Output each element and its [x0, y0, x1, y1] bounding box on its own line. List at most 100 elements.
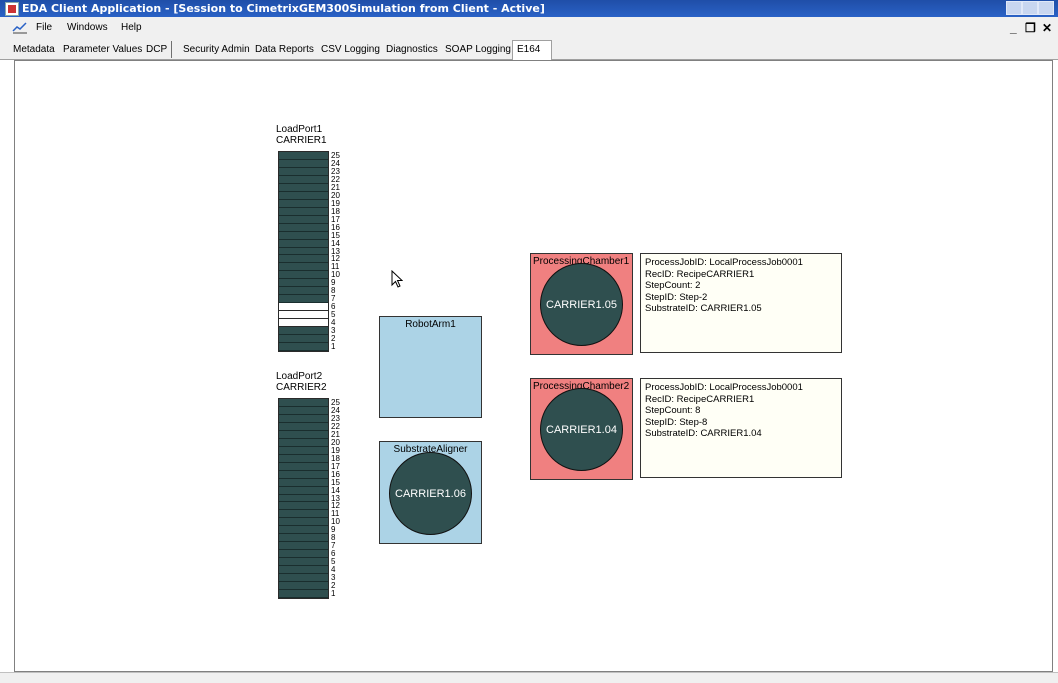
chamber2-wafer[interactable]: CARRIER1.04	[540, 388, 623, 471]
loadport2-slot[interactable]	[279, 446, 328, 455]
loadport1-slot-number: 9	[331, 278, 336, 288]
loadport2-slot[interactable]	[279, 510, 328, 519]
processing-chamber-1[interactable]: ProcessingChamber1 CARRIER1.05	[530, 253, 633, 355]
loadport1-slot[interactable]	[279, 343, 328, 351]
loadport1-slot[interactable]	[279, 175, 328, 184]
loadport2-slot[interactable]	[279, 454, 328, 463]
chamber1-info-stepcount: StepCount: 2	[645, 280, 701, 291]
loadport1-slot[interactable]	[279, 152, 328, 160]
loadport2-slot[interactable]	[279, 582, 328, 591]
robot-arm-label: RobotArm1	[405, 319, 456, 330]
loadport1-slot-number: 20	[331, 190, 340, 200]
e164-canvas	[14, 60, 1053, 672]
loadport1-slot[interactable]	[279, 319, 328, 328]
tab-security-admin[interactable]: Security Admin	[179, 41, 255, 58]
loadport2-slot-number: 4	[331, 565, 336, 575]
loadport1-slot-number: 7	[331, 294, 336, 304]
loadport2-slot[interactable]	[279, 462, 328, 471]
aligner-wafer[interactable]: CARRIER1.06	[389, 452, 472, 535]
robot-arm-module[interactable]: RobotArm1	[379, 316, 482, 418]
loadport1-slot[interactable]	[279, 255, 328, 264]
title-bar: EDA Client Application - [Session to Cim…	[0, 0, 1058, 17]
loadport1-slot[interactable]	[279, 167, 328, 176]
substrate-aligner-module[interactable]: SubstrateAligner CARRIER1.06	[379, 441, 482, 544]
loadport2-slot[interactable]	[279, 502, 328, 511]
loadport2-slot[interactable]	[279, 518, 328, 527]
menu-help[interactable]: Help	[121, 22, 142, 33]
loadport1-slot[interactable]	[279, 199, 328, 208]
loadport2-slot[interactable]	[279, 550, 328, 559]
loadport2-slot[interactable]	[279, 526, 328, 535]
loadport2-slot[interactable]	[279, 534, 328, 543]
loadport2-slot-number: 12	[331, 501, 340, 511]
tab-parameter-values[interactable]: Parameter Values	[59, 41, 148, 58]
loadport1-slot[interactable]	[279, 223, 328, 232]
chamber1-info-processjob: ProcessJobID: LocalProcessJob0001	[645, 257, 803, 268]
loadport1-slot[interactable]	[279, 231, 328, 240]
loadport2-slot[interactable]	[279, 399, 328, 407]
close-icon[interactable]	[1038, 1, 1054, 15]
tab-diagnostics[interactable]: Diagnostics	[382, 41, 443, 58]
tab-dcp[interactable]: DCP	[142, 41, 173, 58]
loadport1-slot[interactable]	[279, 183, 328, 192]
tab-metadata[interactable]: Metadata	[9, 41, 60, 58]
loadport1-slot[interactable]	[279, 295, 328, 304]
mouse-cursor-icon	[391, 270, 403, 288]
menu-file[interactable]: File	[36, 22, 53, 33]
loadport1-slot-number: 15	[331, 230, 340, 240]
loadport1-slot[interactable]	[279, 303, 328, 312]
loadport1-slot[interactable]	[279, 287, 328, 296]
loadport1-slot-number: 25	[331, 151, 340, 160]
menu-bar: File Windows Help _ ❒ ✕	[0, 17, 1058, 40]
loadport2-slot-number: 25	[331, 398, 340, 407]
loadport2-slot[interactable]	[279, 558, 328, 567]
loadport1-slot[interactable]	[279, 271, 328, 280]
minimize-icon[interactable]	[1006, 1, 1022, 15]
tab-e164[interactable]: E164	[512, 40, 552, 60]
mdi-close-icon[interactable]: ✕	[1042, 21, 1053, 35]
tab-csv-logging[interactable]: CSV Logging	[317, 41, 385, 58]
loadport2-slot[interactable]	[279, 542, 328, 551]
maximize-icon[interactable]	[1022, 1, 1038, 15]
loadport2-slot-number: 24	[331, 405, 340, 415]
mdi-restore-icon[interactable]: ❒	[1025, 21, 1036, 35]
menu-windows[interactable]: Windows	[67, 22, 108, 33]
loadport1-slot[interactable]	[279, 311, 328, 320]
loadport1-slot[interactable]	[279, 327, 328, 336]
loadport1-slot-number: 19	[331, 198, 340, 208]
loadport1-slot-number: 16	[331, 222, 340, 232]
loadport1-slot[interactable]	[279, 207, 328, 216]
loadport1-slot[interactable]	[279, 215, 328, 224]
loadport1-slot[interactable]	[279, 263, 328, 272]
loadport2-slot[interactable]	[279, 414, 328, 423]
chamber2-label: ProcessingChamber2	[533, 381, 630, 392]
mdi-minimize-icon[interactable]: _	[1010, 21, 1017, 35]
loadport1-slot[interactable]	[279, 279, 328, 288]
loadport2-slot[interactable]	[279, 486, 328, 495]
loadport2-slot[interactable]	[279, 494, 328, 503]
loadport1-slot[interactable]	[279, 191, 328, 200]
loadport2-slot-number: 11	[331, 509, 340, 519]
loadport2-slot[interactable]	[279, 566, 328, 575]
loadport2-slot[interactable]	[279, 470, 328, 479]
loadport2-slot[interactable]	[279, 478, 328, 487]
loadport1-slot-number: 14	[331, 238, 340, 248]
loadport2-slot[interactable]	[279, 422, 328, 431]
loadport2-slot-number: 17	[331, 461, 340, 471]
tab-soap-logging[interactable]: SOAP Logging	[441, 41, 516, 58]
loadport2-slot[interactable]	[279, 430, 328, 439]
loadport2-slot-number: 7	[331, 541, 336, 551]
tab-data-reports[interactable]: Data Reports	[251, 41, 319, 58]
loadport1-slot[interactable]	[279, 247, 328, 256]
chamber1-info-substrateid: SubstrateID: CARRIER1.05	[645, 303, 762, 314]
processing-chamber-2[interactable]: ProcessingChamber2 CARRIER1.04	[530, 378, 633, 480]
loadport1-slot[interactable]	[279, 239, 328, 248]
loadport1-slot[interactable]	[279, 335, 328, 344]
chamber1-wafer[interactable]: CARRIER1.05	[540, 263, 623, 346]
substrate-aligner-label: SubstrateAligner	[393, 444, 468, 455]
loadport2-slot[interactable]	[279, 438, 328, 447]
loadport2-slot[interactable]	[279, 406, 328, 415]
loadport2-slot[interactable]	[279, 574, 328, 583]
loadport2-slot[interactable]	[279, 590, 328, 598]
loadport1-slot[interactable]	[279, 159, 328, 168]
